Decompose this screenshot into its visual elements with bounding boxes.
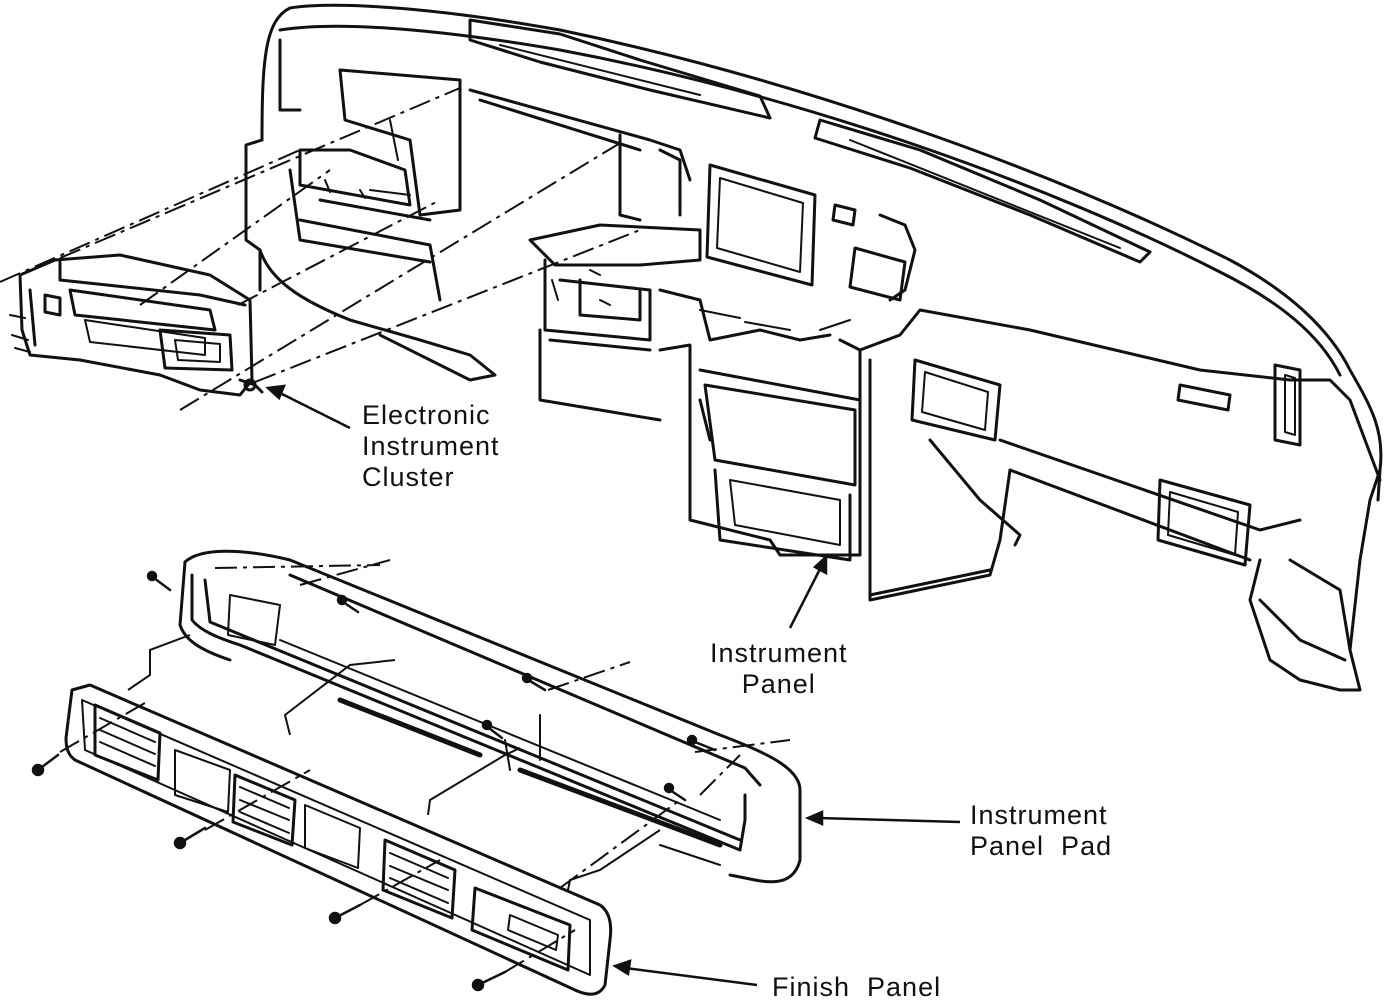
screw-icon [173, 826, 207, 850]
label-line: Instrument [362, 431, 500, 461]
label-line: Instrument [710, 638, 848, 668]
screw-icon [146, 570, 172, 592]
label-line: Electronic [362, 400, 491, 430]
screw-icon [663, 782, 687, 802]
label-instrument-panel-pad: Instrument Panel Pad [970, 800, 1112, 862]
label-electronic-instrument-cluster: Electronic Instrument Cluster [362, 400, 500, 493]
label-line: Instrument [970, 800, 1108, 830]
screw-icon [471, 970, 507, 992]
finish-panel [64, 683, 613, 996]
connector-lines [127, 634, 661, 891]
label-line: Panel Pad [970, 831, 1113, 861]
vent-left-center [231, 773, 297, 847]
screw-icon [521, 672, 547, 692]
alignment-lines [0, 87, 791, 973]
screw-icon [686, 734, 717, 752]
instrument-panel [244, 3, 1383, 692]
electronic-instrument-cluster [9, 253, 264, 397]
leader-arrows [265, 384, 961, 987]
instrument-panel-pad [178, 549, 802, 884]
label-instrument-panel: Instrument Panel [710, 638, 848, 700]
label-finish-panel: Finish Panel [772, 972, 941, 1003]
screw-icon [328, 903, 362, 925]
screw-icon [31, 753, 60, 777]
vent-left [93, 703, 162, 782]
screw-icon [481, 719, 504, 740]
screw-icon [336, 594, 360, 614]
screws [31, 570, 717, 992]
label-line: Finish Panel [772, 972, 942, 1002]
label-line: Cluster [362, 462, 455, 492]
label-line: Panel [741, 669, 816, 699]
